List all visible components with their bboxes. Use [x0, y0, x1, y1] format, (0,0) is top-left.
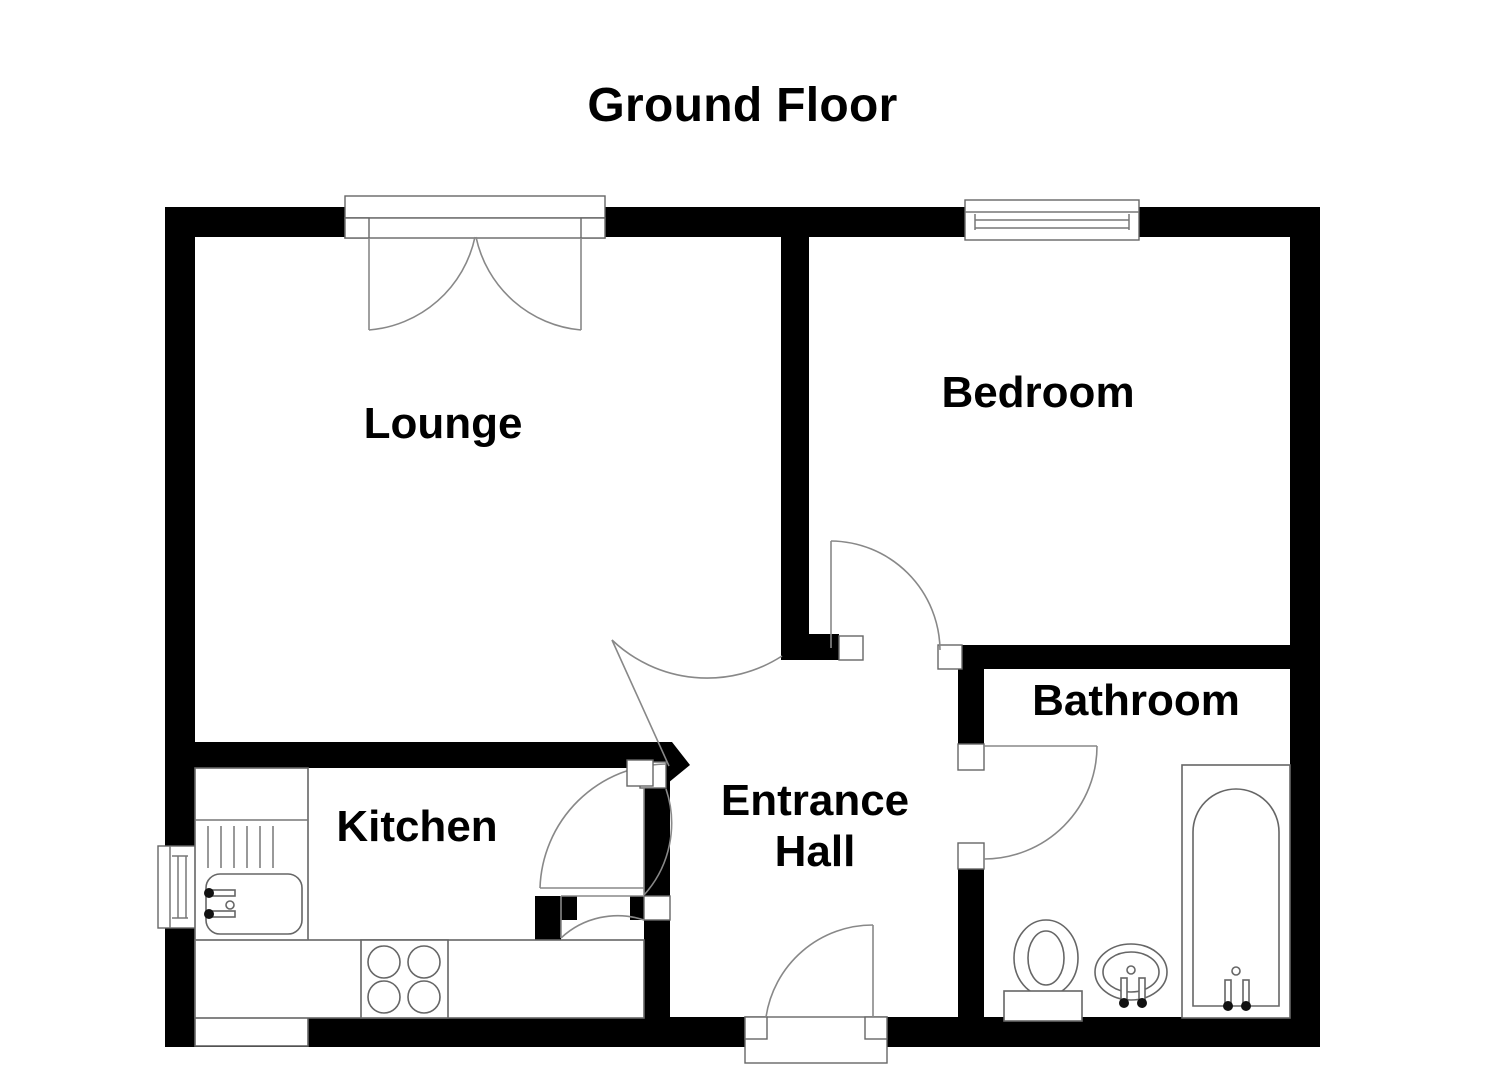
lounge-door[interactable]: [611, 639, 783, 787]
wall-lounge-kitchen: [195, 742, 670, 768]
bedroom-door-swing: [830, 540, 941, 651]
bedroom-door-jamb-left: [838, 635, 864, 661]
bath-drain: [1231, 966, 1241, 976]
front-door[interactable]: [744, 924, 888, 1064]
kitchen-window-frame: [157, 845, 201, 929]
bathroom-door-swing: [983, 745, 1098, 860]
room-label-lounge: Lounge: [364, 399, 523, 448]
bathroom-basin: [1094, 943, 1168, 1008]
wall-bathroom-north: [958, 645, 1320, 669]
sink-tap-handle-2: [204, 909, 214, 919]
toilet-bowl-inner: [1027, 930, 1065, 986]
cupboard-door[interactable]: [560, 895, 671, 939]
bath-tap-handle-2: [1241, 1001, 1251, 1011]
bedroom-door[interactable]: [830, 540, 963, 670]
wall-west-upper: [165, 207, 195, 846]
sink-drain: [225, 900, 235, 910]
room-label-entrance-hall-line2: Hall: [775, 827, 856, 876]
wall-east: [1290, 207, 1320, 1047]
basin-drain: [1126, 965, 1136, 975]
bedroom-window: [964, 199, 1140, 241]
wall-cupboard-north-left: [535, 896, 577, 920]
french-door-frame-inner: [344, 217, 606, 239]
french-door-jamb-right: [580, 217, 606, 239]
front-door-jamb-right: [864, 1016, 888, 1040]
lounge-door-jamb: [626, 759, 654, 787]
hob-burner-3: [367, 980, 401, 1014]
basin-tap-handle-2: [1137, 998, 1147, 1008]
french-door-swing-right: [475, 236, 582, 331]
kitchen-door-swing-inner: [643, 788, 673, 896]
bathroom-toilet: [1003, 919, 1083, 1022]
front-door-jamb-left: [744, 1016, 768, 1040]
kitchen-hob: [360, 939, 449, 1019]
wall-bathroom-west-lower: [958, 869, 984, 1017]
french-door-swing-left: [368, 236, 476, 331]
front-door-swing: [765, 924, 874, 1018]
sink-basin: [205, 873, 303, 935]
kitchen-window: [157, 845, 201, 929]
bath-inner: [1192, 788, 1280, 1007]
room-label-bathroom: Bathroom: [1032, 676, 1240, 725]
outer-walls: [165, 207, 1320, 1047]
hob-burner-4: [407, 980, 441, 1014]
room-label-entrance-hall-line1: Entrance: [721, 776, 909, 825]
wall-cupboard-east: [644, 768, 670, 1017]
bath-tap-handle-1: [1223, 1001, 1233, 1011]
wall-lounge-bedroom: [781, 207, 809, 650]
bathroom-door-jamb-top: [957, 743, 985, 771]
french-door-jamb-left: [344, 217, 370, 239]
french-door-frame-outer: [344, 195, 606, 219]
cupboard-door-swing: [560, 914, 645, 939]
lounge-door-swing: [611, 639, 783, 679]
kitchen-fixtures: [194, 767, 645, 1047]
hob-burner-1: [367, 945, 401, 979]
bedroom-door-jamb-right: [937, 644, 963, 670]
internal-walls: [195, 207, 1320, 1017]
lounge-french-doors[interactable]: [344, 195, 606, 331]
wall-south-right: [887, 1017, 1320, 1047]
bathroom-fixtures: [1003, 764, 1291, 1022]
wall-bedroom-door-jamb: [781, 634, 839, 660]
hob-burner-2: [407, 945, 441, 979]
front-door-threshold: [744, 1016, 888, 1064]
toilet-cistern: [1003, 990, 1083, 1022]
bathroom-door[interactable]: [957, 743, 1098, 870]
bathroom-door-jamb-bottom: [957, 842, 985, 870]
wall-north-right: [1138, 207, 1320, 237]
sink-tap-handle-1: [204, 888, 214, 898]
bath-tap-spout-1: [1224, 979, 1232, 1005]
bathroom-bath: [1181, 764, 1291, 1019]
basin-tap-handle-1: [1119, 998, 1129, 1008]
room-label-kitchen: Kitchen: [336, 802, 497, 851]
kitchen-sink: [204, 826, 303, 935]
bath-tap-spout-2: [1242, 979, 1250, 1005]
cupboard-door-jamb: [643, 895, 671, 921]
lounge-door-leaf: [611, 639, 670, 767]
page-title: Ground Floor: [587, 79, 898, 132]
room-label-bedroom: Bedroom: [941, 368, 1134, 417]
